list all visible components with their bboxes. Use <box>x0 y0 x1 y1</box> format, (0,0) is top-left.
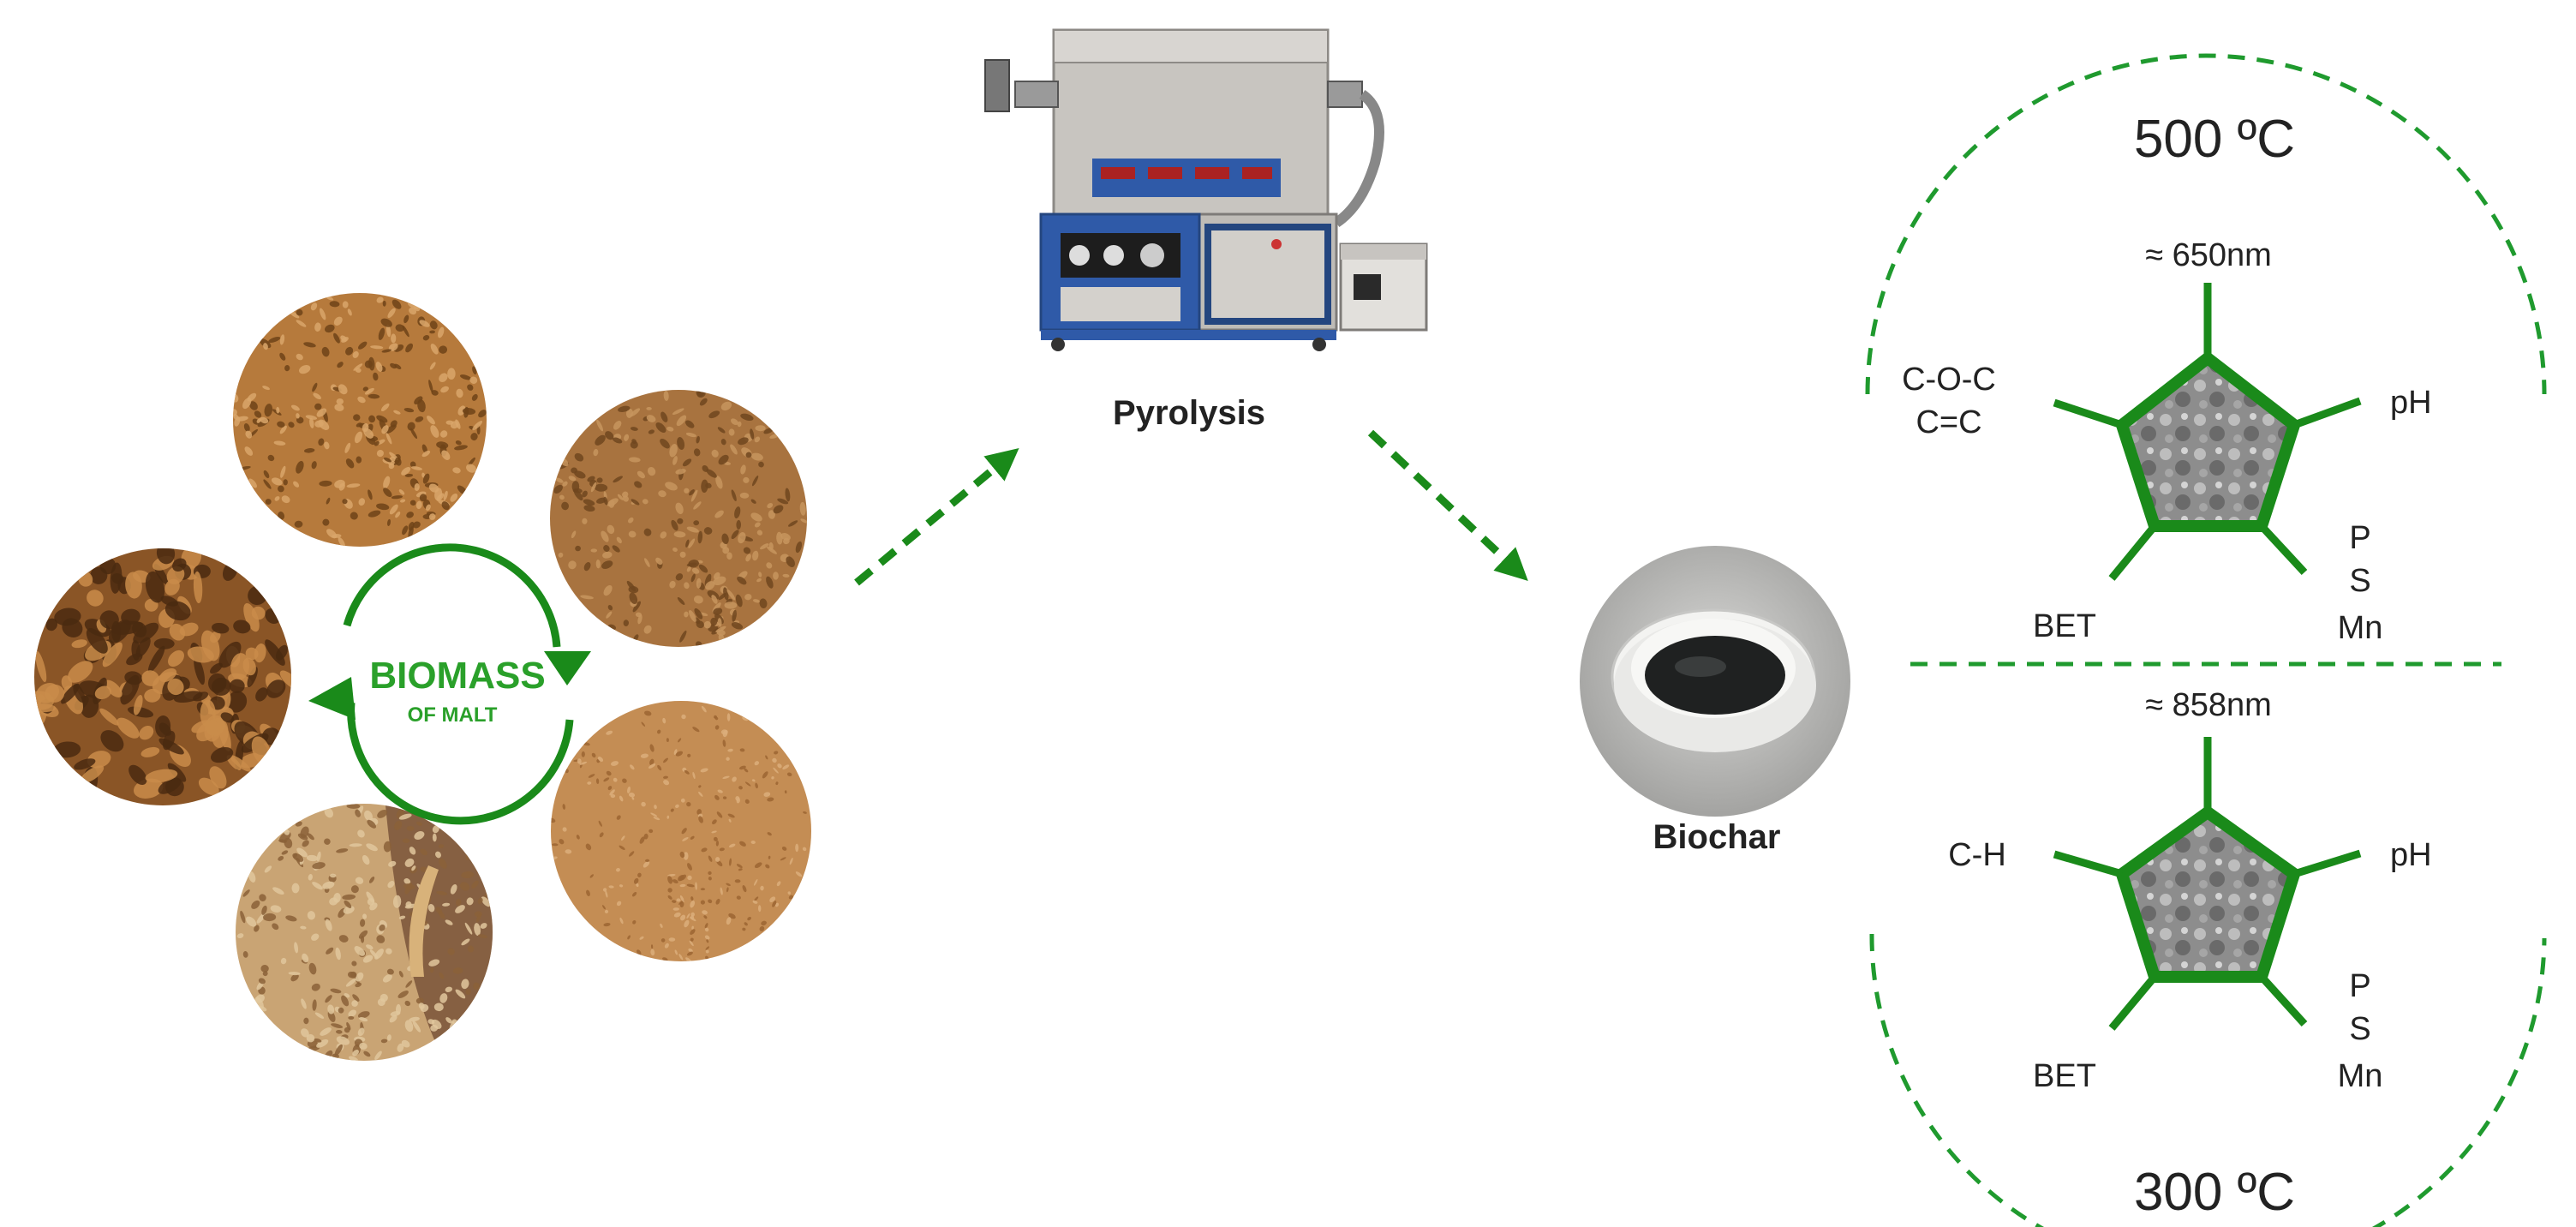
pentagon-500c <box>2053 283 2362 581</box>
biochar-label: Biochar <box>1653 818 1781 856</box>
bet-300c: BET <box>2033 1058 2096 1094</box>
biomass-sample-coarse-chaff <box>233 293 487 547</box>
biomass-subtitle: OF MALT <box>408 703 498 727</box>
ph-500c: pH <box>2390 385 2432 421</box>
functional-500c-1: C-O-C <box>1902 362 1996 398</box>
mn-500c: Mn <box>2338 610 2383 646</box>
pentagon-300c <box>2053 737 2362 1031</box>
biomass-sample-malt-grains <box>34 548 291 805</box>
p-500c: P <box>2349 520 2370 556</box>
size-300c: ≈ 858nm <box>2145 687 2272 723</box>
cycle-arrows <box>343 543 574 825</box>
ph-300c: pH <box>2390 837 2432 873</box>
functional-500c-2: C=C <box>1916 404 1981 440</box>
biomass-sample-ground-meal <box>550 390 807 647</box>
arrow-to-biochar <box>1367 429 1528 581</box>
cycle-arrowhead-left <box>308 677 356 720</box>
temp-low-label: 300 ºC <box>2134 1163 2295 1222</box>
s-500c: S <box>2349 563 2370 599</box>
cycle-arrowhead-right <box>544 651 591 685</box>
biochar-image <box>1580 546 1850 817</box>
tube-furnace-image <box>984 28 1428 351</box>
size-500c: ≈ 650nm <box>2145 237 2272 273</box>
mn-300c: Mn <box>2338 1058 2383 1094</box>
s-300c: S <box>2349 1011 2370 1047</box>
bet-500c: BET <box>2033 608 2096 644</box>
p-300c: P <box>2349 968 2370 1004</box>
biomass-title: BIOMASS <box>369 655 545 697</box>
biomass-samples <box>34 293 811 1061</box>
arrow-to-pyrolysis <box>854 447 1019 586</box>
functional-300c-1: C-H <box>1948 837 2006 873</box>
biomass-sample-wheat-grain <box>236 804 493 1061</box>
temp-high-label: 500 ºC <box>2134 110 2295 169</box>
biomass-sample-fine-powder <box>551 701 811 961</box>
property-circle <box>1865 53 2547 1227</box>
pyrolysis-label: Pyrolysis <box>1113 394 1265 432</box>
